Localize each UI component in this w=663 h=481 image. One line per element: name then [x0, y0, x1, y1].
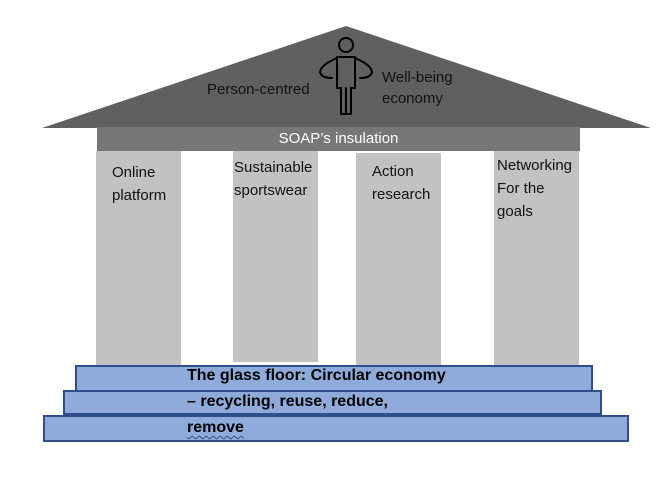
- pillar-label-line: goals: [497, 203, 533, 220]
- roof-right-label-line2: economy: [382, 90, 443, 107]
- pillar-label-networking: Networking For the goals: [497, 154, 572, 223]
- pillar-sustainable-sportswear: [233, 151, 318, 362]
- person-icon: [319, 37, 373, 115]
- insulation-beam: [97, 127, 580, 151]
- floor-step-middle: [63, 390, 602, 415]
- roof-left-label: Person-centred: [207, 81, 310, 98]
- pillar-label-line: platform: [112, 187, 167, 204]
- glass-floor-line1: The glass floor: Circular economy: [187, 367, 446, 384]
- roof-triangle: [42, 26, 651, 128]
- pillar-label-sustainable-sportswear: Sustainable sportswear: [234, 156, 312, 202]
- glass-floor-line3-text: remove: [187, 419, 244, 436]
- pillar-label-line: For the: [497, 180, 545, 197]
- pillar-label-line: Sustainable: [234, 159, 313, 176]
- pillar-label-line: Online: [112, 164, 156, 181]
- roof-right-label-line1: Well-being: [382, 69, 453, 86]
- pillar-action-research: [356, 153, 441, 367]
- roof: [42, 26, 651, 128]
- pillar-label-line: Networking: [497, 157, 573, 174]
- pillar-online-platform: [96, 151, 181, 367]
- insulation-beam-label: SOAP’s insulation: [278, 130, 399, 147]
- pillar-label-online-platform: Online platform: [112, 161, 166, 207]
- roof-right-label: Well-being economy: [382, 67, 453, 109]
- pillar-label-line: Action: [372, 163, 414, 180]
- pillar-label-action-research: Action research: [372, 160, 430, 206]
- pillar-networking: [494, 151, 579, 367]
- glass-floor-line3: remove: [187, 415, 446, 441]
- pillar-label-line: sportswear: [234, 182, 308, 199]
- glass-floor-label: The glass floor: Circular economy – recy…: [187, 363, 446, 441]
- floor-step-bottom: [43, 415, 629, 442]
- pillar-label-line: research: [372, 186, 431, 203]
- glass-floor-line2: – recycling, reuse, reduce,: [187, 393, 388, 410]
